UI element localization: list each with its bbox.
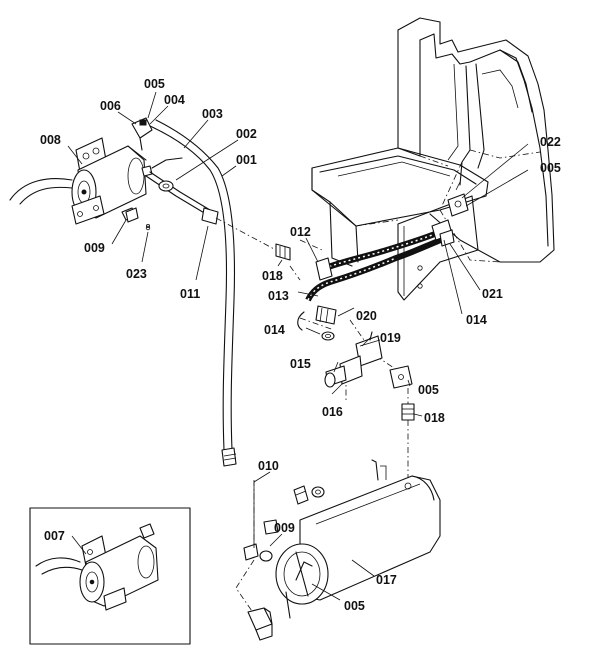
- label-017: 017: [376, 573, 397, 587]
- label-001: 001: [236, 153, 257, 167]
- label-020: 020: [356, 309, 377, 323]
- label-005: 005: [540, 161, 561, 175]
- label-014: 014: [466, 313, 487, 327]
- label-003: 003: [202, 107, 223, 121]
- label-018: 018: [262, 269, 283, 283]
- label-010: 010: [258, 459, 279, 473]
- bolts-washers: [243, 485, 325, 562]
- hose-013: [305, 229, 448, 325]
- part-labels: 005 004 006 003 002 008 001 022 005 009 …: [40, 77, 561, 613]
- nut-005-bottom: [247, 607, 273, 641]
- fitting-018-lower: [401, 403, 415, 421]
- label-009: 009: [274, 521, 295, 535]
- label-009: 009: [84, 241, 105, 255]
- label-013: 013: [268, 289, 289, 303]
- label-021: 021: [482, 287, 503, 301]
- label-023: 023: [126, 267, 147, 281]
- inset-007: [29, 507, 191, 645]
- label-006: 006: [100, 99, 121, 113]
- label-008: 008: [40, 133, 61, 147]
- pump-solenoid-assembly: [9, 117, 153, 228]
- label-015: 015: [290, 357, 311, 371]
- label-019: 019: [380, 331, 401, 345]
- label-011: 011: [180, 287, 200, 301]
- leader-lines: [67, 91, 529, 601]
- tube-014-left: [297, 311, 335, 341]
- label-005: 005: [418, 383, 439, 397]
- fitting-002-003: [151, 157, 183, 192]
- fitting-018-upper: [275, 243, 291, 261]
- hose-011: [145, 171, 219, 225]
- label-004: 004: [164, 93, 185, 107]
- label-005: 005: [344, 599, 365, 613]
- label-005: 005: [144, 77, 165, 91]
- label-012: 012: [290, 225, 311, 239]
- label-016: 016: [322, 405, 343, 419]
- tank-side-fittings: [431, 181, 469, 247]
- label-018: 018: [424, 411, 445, 425]
- small-parts-009-023: [125, 207, 151, 231]
- label-014: 014: [264, 323, 285, 337]
- label-002: 002: [236, 127, 257, 141]
- tank-017: [275, 459, 441, 619]
- hose-001: [149, 119, 237, 467]
- label-007: 007: [44, 529, 65, 543]
- label-022: 022: [540, 135, 561, 149]
- tee-valve-group: [324, 331, 413, 389]
